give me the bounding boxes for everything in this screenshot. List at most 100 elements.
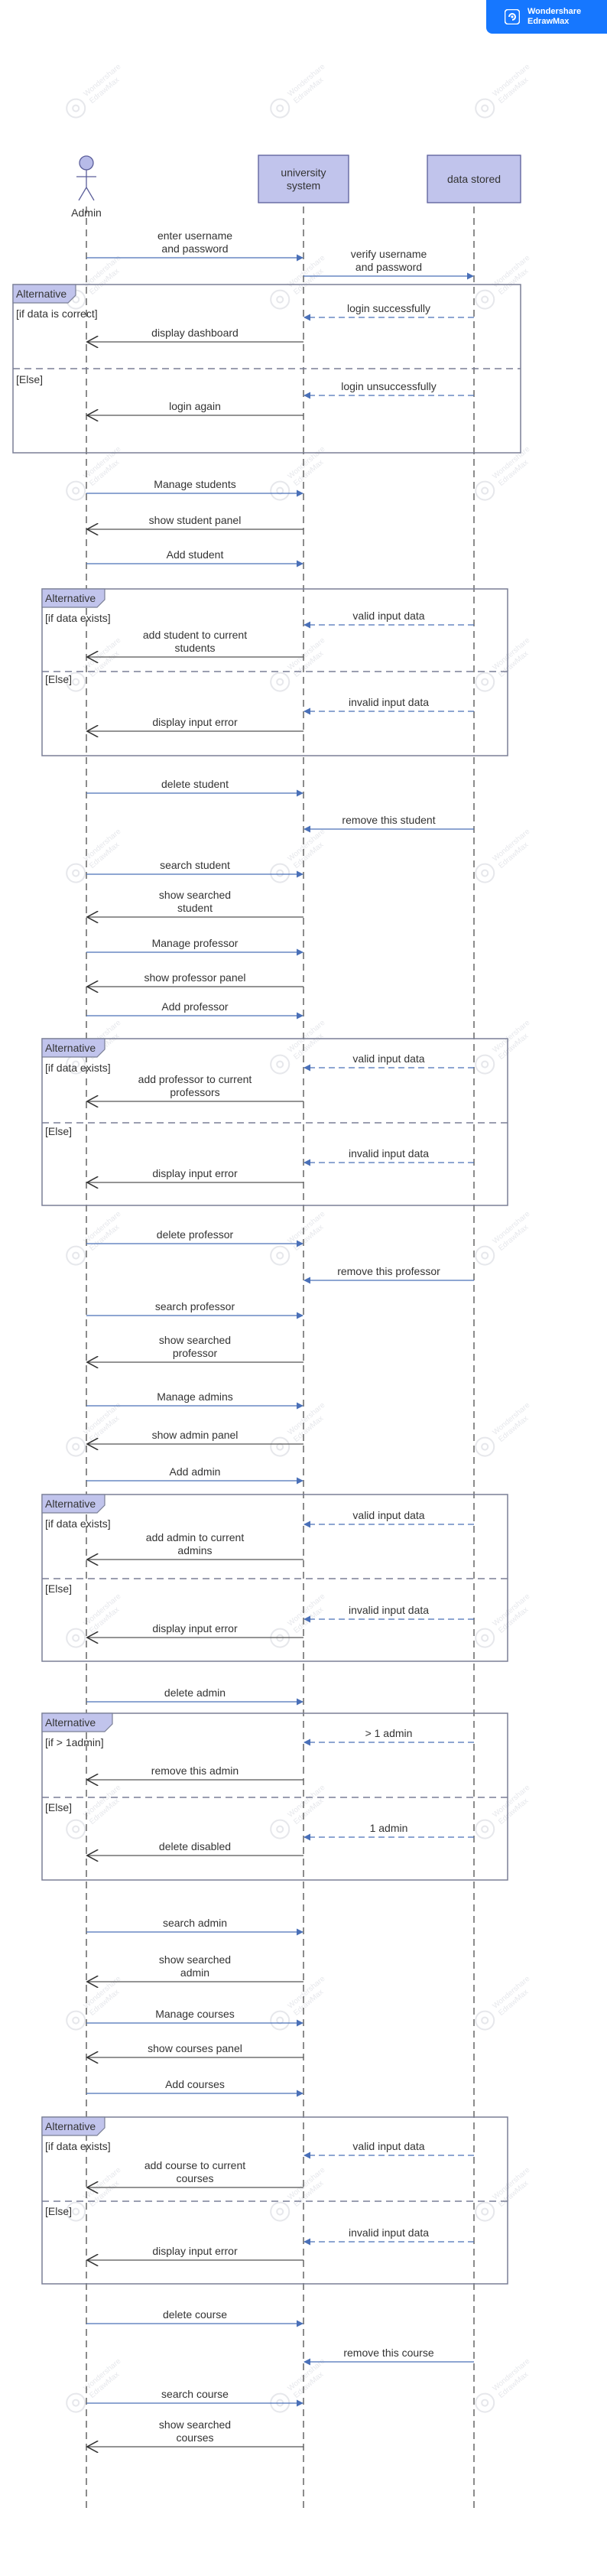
watermark-logo-icon [475, 289, 495, 310]
watermark-logo-icon [270, 1245, 291, 1266]
message-6: login again [87, 400, 304, 415]
watermark-logo-icon [66, 2201, 86, 2222]
fragment-guard: [if > 1admin] [45, 1736, 104, 1748]
alt-fragment-5: Alternative [if > 1admin] [Else] [41, 1712, 508, 1881]
brand-badge[interactable]: Wondershare EdrawMax [486, 0, 607, 34]
message-40: delete disabled [87, 1840, 304, 1856]
participant-data[interactable]: data stored [427, 154, 521, 203]
watermark-logo-icon [270, 98, 291, 119]
fragment-operator-tab [41, 2116, 105, 2136]
watermark-logo-core [72, 486, 80, 495]
message-32: valid input data [304, 1509, 474, 1528]
watermark-logo-icon [270, 1436, 291, 1457]
fragments: Alternative[if data is correct][Else]Alt… [12, 284, 521, 2285]
watermark-logo-core [276, 295, 284, 304]
watermark-logo-icon [270, 1054, 291, 1075]
watermark-logo-icon [66, 2392, 86, 2413]
watermark-logo-core [276, 1251, 284, 1260]
watermark-logo-icon [475, 1054, 495, 1075]
fragment-operator-label: Alternative [45, 1042, 96, 1054]
message-10: valid input data [304, 610, 474, 629]
watermark-logo-icon [475, 1628, 495, 1648]
message-label: Manage professor [152, 937, 239, 949]
watermark-logo-icon [66, 1436, 86, 1457]
message-24: display input error [87, 1167, 304, 1182]
message-34: invalid input data [304, 1604, 474, 1623]
message-label: login successfully [347, 302, 430, 314]
message-label: > 1 admin [365, 1727, 413, 1739]
watermark-logo-icon [66, 672, 86, 692]
watermark-logo-core [72, 2207, 80, 2216]
fragment-frame [41, 1494, 508, 1662]
watermark-logo-icon [475, 98, 495, 119]
message-label: Add admin [170, 1465, 221, 1478]
message-label: valid input data [352, 1052, 424, 1065]
fragment-guard: [Else] [16, 373, 43, 385]
watermark-logo-core [276, 2207, 284, 2216]
message-label: invalid input data [349, 1604, 429, 1616]
fragment-operator-tab [12, 284, 76, 304]
message-41: search admin [86, 1917, 304, 1936]
message-38: remove this admin [87, 1764, 304, 1780]
message-8: show student panel [87, 514, 304, 529]
watermark-logo-core [276, 1060, 284, 1068]
message-label: Manage admins [157, 1390, 233, 1403]
message-9: Add student [86, 548, 304, 568]
watermark-logo-core [481, 295, 489, 304]
fragment-guard: [if data exists] [45, 1062, 111, 1074]
fragment-operator-tab [41, 1038, 105, 1058]
message-label: delete professor [157, 1228, 234, 1241]
fragment-frame [41, 1712, 508, 1881]
message-label: Add professor [161, 1000, 228, 1013]
fragment-guard: [Else] [45, 1125, 72, 1137]
watermark-logo-icon [270, 289, 291, 310]
fragment-guard: [Else] [45, 1801, 72, 1813]
fragment-operator-label: Alternative [45, 1716, 96, 1729]
message-label: display input error [152, 716, 238, 728]
watermark-logo-core [72, 1634, 80, 1642]
message-49: display input error [87, 2245, 304, 2260]
watermark-logo-core [72, 1060, 80, 1068]
message-label: Add student [167, 548, 224, 561]
fragment-guard: [Else] [45, 1582, 72, 1595]
message-label: search course [161, 2388, 229, 2400]
message-label: invalid input data [349, 2226, 429, 2239]
watermark-logo-core [276, 2399, 284, 2407]
watermark-logo-core [481, 486, 489, 495]
watermark-logo-icon [270, 863, 291, 883]
brand-name: Wondershare EdrawMax [527, 7, 581, 27]
fragment-guard: [if data exists] [45, 1517, 111, 1530]
watermark-logo-icon [270, 672, 291, 692]
message-label: search student [160, 859, 230, 871]
participant-admin[interactable]: Admin [71, 155, 102, 219]
watermark-logo-core [481, 2016, 489, 2025]
message-12: invalid input data [304, 696, 474, 715]
watermark-logo-core [276, 1634, 284, 1642]
message-label: display input error [152, 2245, 238, 2257]
message-29: Manage admins [86, 1390, 304, 1410]
